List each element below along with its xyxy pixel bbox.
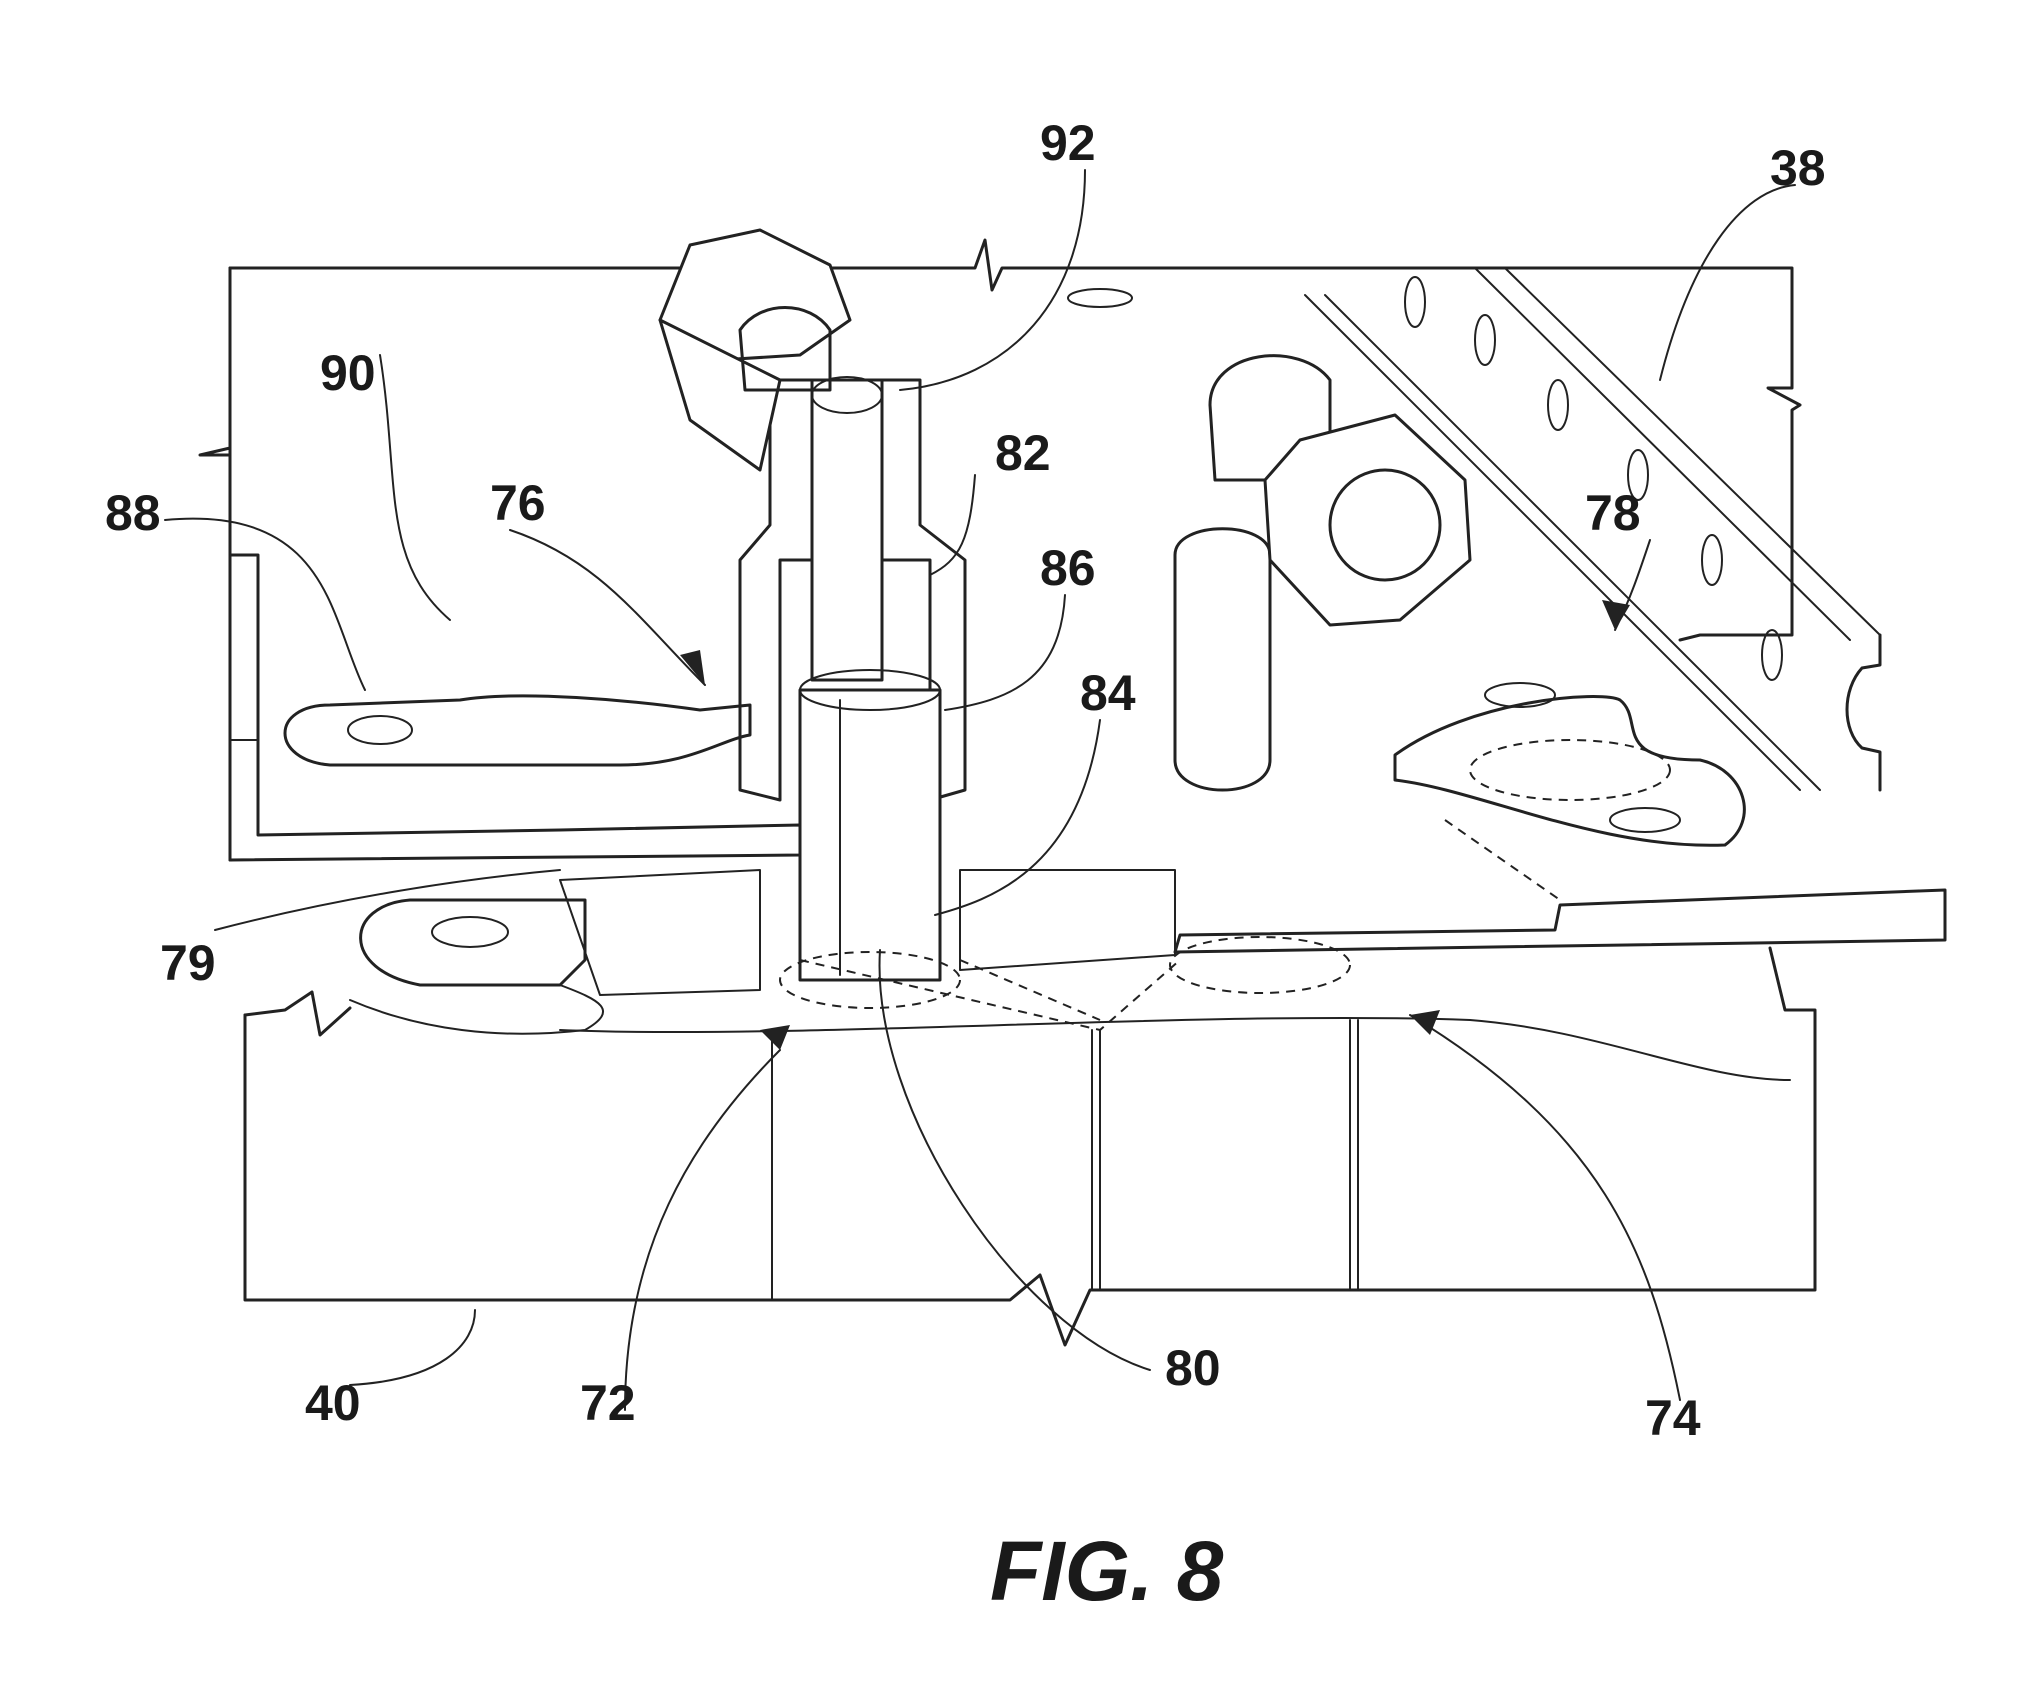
label-38: 38 (1770, 140, 1826, 196)
label-79: 79 (160, 935, 216, 991)
label-92: 92 (1040, 115, 1096, 171)
label-40: 40 (305, 1375, 361, 1431)
figure-caption: FIG. 8 (990, 1524, 1224, 1618)
lower-housing-40 (245, 948, 1815, 1345)
fitting-column-76 (740, 377, 965, 1008)
label-88: 88 (105, 485, 161, 541)
label-90: 90 (320, 345, 376, 401)
flange-bracket-90 (285, 696, 750, 765)
label-86: 86 (1040, 540, 1096, 596)
label-84: 84 (1080, 665, 1136, 721)
label-80: 80 (1165, 1340, 1221, 1396)
flange-lower-left (350, 870, 1175, 1034)
label-78: 78 (1585, 485, 1641, 541)
cross-section-plate-right (1175, 890, 1945, 952)
label-72: 72 (580, 1375, 636, 1431)
label-74: 74 (1645, 1390, 1701, 1446)
label-82: 82 (995, 425, 1051, 481)
label-76: 76 (490, 475, 546, 531)
